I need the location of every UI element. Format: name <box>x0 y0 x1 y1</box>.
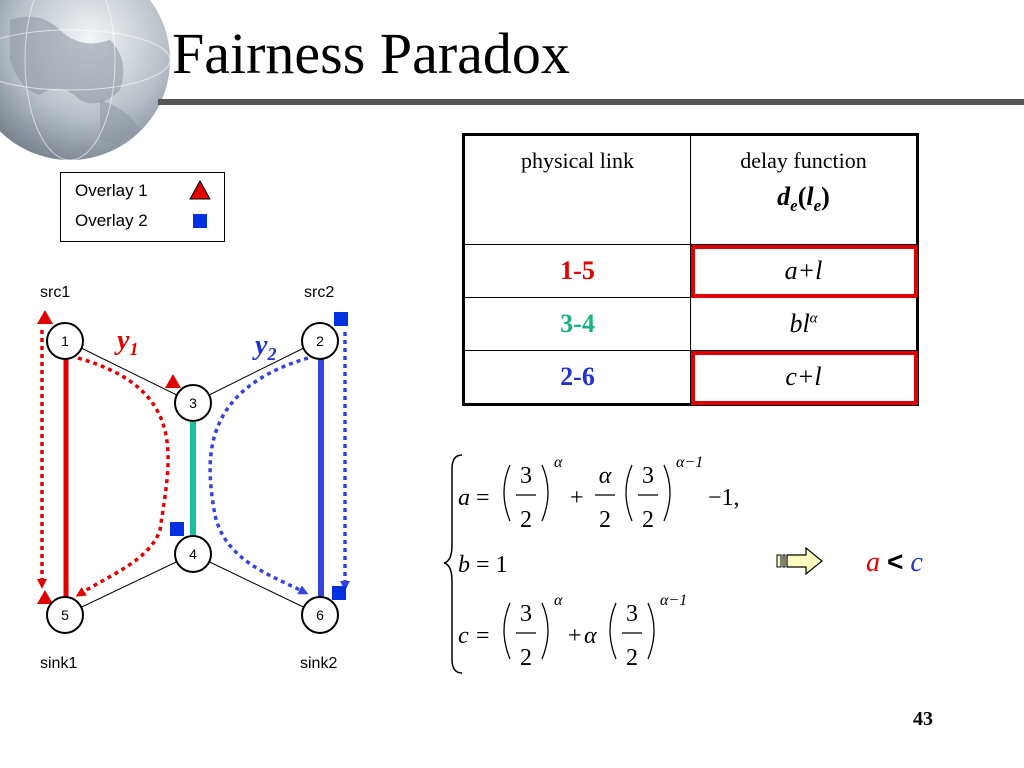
link-2-6: 2-6 <box>463 350 691 405</box>
svg-text:3: 3 <box>520 463 532 489</box>
node-2: 2 <box>301 322 339 360</box>
svg-text:2: 2 <box>626 645 638 671</box>
svg-text:2: 2 <box>316 333 324 349</box>
overlay2-marker-node4 <box>170 522 184 536</box>
title-rule <box>158 99 1024 105</box>
node-3: 3 <box>174 384 212 422</box>
edge-4-5 <box>64 553 194 616</box>
svg-text:α−1: α−1 <box>676 454 703 471</box>
svg-text:6: 6 <box>316 607 324 623</box>
node-4: 4 <box>174 535 212 573</box>
edge-2-3 <box>192 339 321 404</box>
table-row: 1-5 a+l <box>463 244 918 298</box>
svg-text:α: α <box>554 592 563 609</box>
svg-text:a: a <box>458 485 470 511</box>
svg-text:α: α <box>554 454 563 471</box>
svg-text:2: 2 <box>642 507 654 533</box>
label-y1: y1 <box>114 325 138 359</box>
left-brace <box>443 454 463 674</box>
slide-title: Fairness Paradox <box>172 21 570 86</box>
svg-text:2: 2 <box>520 645 532 671</box>
globe-logo <box>0 0 170 161</box>
page-number: 43 <box>913 708 933 730</box>
delay-fn-2-6: c+l <box>690 350 918 405</box>
route-overlay1-via-3-4 <box>75 356 170 597</box>
edge-1-3 <box>64 339 194 404</box>
legend-label-overlay1: Overlay 1 <box>75 181 148 200</box>
svg-text:3: 3 <box>189 395 197 411</box>
delay-fn-1-5: a+l <box>690 244 918 298</box>
result-inequality: a < c <box>866 546 923 579</box>
implies-arrow-icon <box>776 546 823 576</box>
svg-text:+: + <box>568 623 582 649</box>
svg-text:c: c <box>458 623 469 649</box>
legend: Overlay 1 Overlay 2 <box>60 172 225 242</box>
route-overlay2-via-3-4 <box>208 356 309 595</box>
svg-text:b: b <box>458 552 470 578</box>
edge-4-6 <box>192 553 321 616</box>
svg-text:4: 4 <box>189 546 197 562</box>
network-diagram: 1 2 3 4 5 6 src1 src2 sink1 sink2 y1 y2 <box>37 284 350 672</box>
result-right: c <box>910 547 923 578</box>
label-src2: src2 <box>304 284 334 301</box>
svg-text:3: 3 <box>642 463 654 489</box>
square-icon <box>193 214 207 228</box>
overlay1-marker-src1 <box>37 310 53 324</box>
triangle-icon <box>189 180 211 200</box>
table-row: 2-6 c+l <box>463 350 918 405</box>
overlay2-marker-src2 <box>334 312 348 326</box>
svg-text:2: 2 <box>520 507 532 533</box>
svg-text:3: 3 <box>520 601 532 627</box>
table-row: 3-4 blα <box>463 297 918 351</box>
svg-text:−1,: −1, <box>708 485 740 511</box>
node-1: 1 <box>46 322 84 360</box>
svg-text:5: 5 <box>61 607 69 623</box>
link-3-4: 3-4 <box>463 297 691 351</box>
delay-table: physical link delay function de(le) 1-5 … <box>462 133 919 406</box>
svg-text:= 1: = 1 <box>476 552 508 578</box>
svg-text:α−1: α−1 <box>660 592 687 609</box>
result-left: a <box>866 547 880 578</box>
overlay1-marker-sink1 <box>37 590 53 604</box>
equation-a: a = 3 2 α + α 2 3 2 α−1 −1, <box>458 454 740 533</box>
node-6: 6 <box>301 596 339 634</box>
equation-system: a = 3 2 α + α 2 3 2 α−1 −1, b = 1 c = 3 … <box>443 454 740 674</box>
delay-fn-3-4: blα <box>690 297 918 351</box>
header-delay-function: delay function de(le) <box>690 134 918 245</box>
label-src1: src1 <box>40 284 70 301</box>
overlay1-marker-node3 <box>165 374 181 388</box>
label-sink1: sink1 <box>40 655 77 672</box>
label-sink2: sink2 <box>300 655 337 672</box>
svg-text:+: + <box>570 485 584 511</box>
svg-text:3: 3 <box>626 601 638 627</box>
svg-text:=: = <box>476 623 490 649</box>
equation-c: c = 3 2 α + α 3 2 α−1 <box>458 592 687 671</box>
link-1-5: 1-5 <box>463 244 691 298</box>
svg-text:2: 2 <box>599 507 611 533</box>
svg-text:=: = <box>476 485 490 511</box>
result-op: < <box>887 546 904 577</box>
svg-text:α: α <box>599 463 612 489</box>
label-y2: y2 <box>252 330 276 364</box>
equation-b: b = 1 <box>458 552 508 578</box>
node-5: 5 <box>46 596 84 634</box>
svg-text:α: α <box>584 623 597 649</box>
header-physical-link: physical link <box>463 134 691 245</box>
svg-text:1: 1 <box>61 333 69 349</box>
overlay2-marker-sink2 <box>332 586 346 600</box>
legend-label-overlay2: Overlay 2 <box>75 211 148 230</box>
